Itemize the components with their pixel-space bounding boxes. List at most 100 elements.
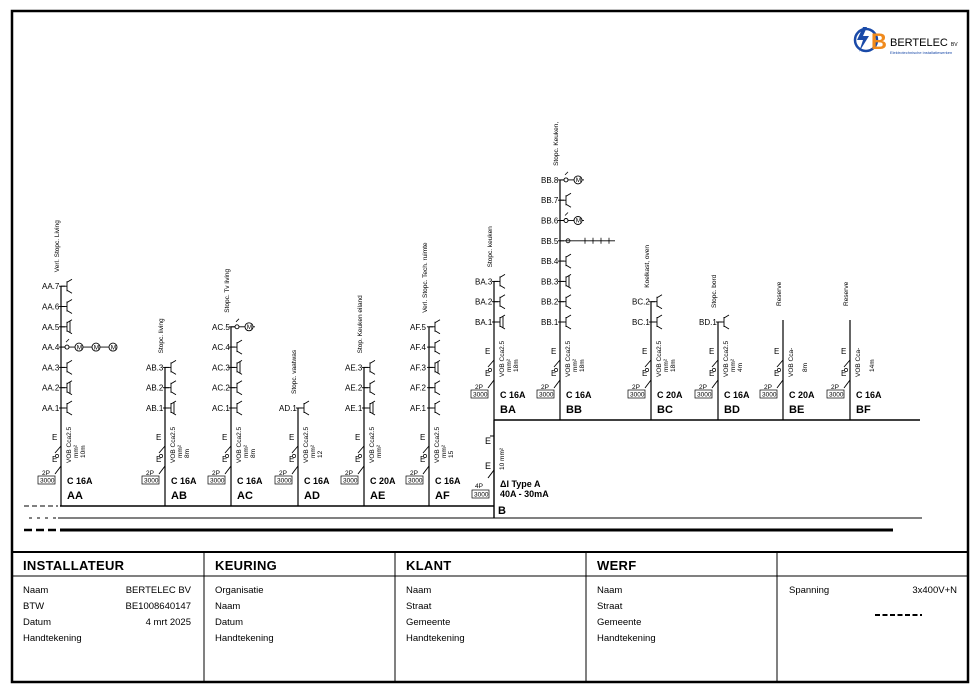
- breaker-rating: C 16A: [304, 476, 330, 486]
- appliance-switch-icon: M: [560, 212, 584, 225]
- group-label: AD: [304, 490, 320, 502]
- socket-outlet-icon: [364, 400, 376, 416]
- group-label: AC: [237, 490, 253, 502]
- werf-label: Handtekening: [597, 633, 656, 644]
- main-poles: 4P: [475, 483, 483, 490]
- breaker-kA: 3000: [277, 478, 292, 485]
- breaker-kA: 3000: [343, 478, 358, 485]
- klant-label: Straat: [406, 601, 432, 612]
- keuring-label: Handtekening: [215, 633, 274, 644]
- breaker-kA: 3000: [829, 392, 844, 399]
- main-rcd-rating: 40A - 30mA: [500, 489, 549, 499]
- socket-outlet-icon: [718, 314, 730, 330]
- group-title: Verl. Stopc. Living: [54, 220, 61, 272]
- logo-brand-name: BERTELEC: [890, 37, 948, 49]
- socket-outlet-icon: [429, 360, 441, 375]
- main-e-2: E: [485, 461, 491, 471]
- circuit-label: BB.8: [541, 176, 559, 185]
- motor-icon-label: M: [576, 218, 581, 225]
- motor-icon-label: M: [77, 344, 82, 351]
- klant-label: Naam: [406, 585, 431, 596]
- main-label: B: [498, 505, 506, 517]
- breaker-e-symbol: E: [709, 369, 714, 378]
- socket-outlet-icon: [61, 400, 73, 416]
- breaker-kA: 3000: [40, 478, 55, 485]
- socket-outlet-icon: [61, 380, 73, 396]
- socket-outlet-icon: [61, 299, 73, 314]
- keuring-label: Datum: [215, 617, 243, 628]
- socket-pins: [369, 380, 376, 396]
- circuit-label: AF.2: [410, 384, 427, 393]
- group-title: Verl. Stopc. Tech. ruimte: [422, 242, 429, 313]
- socket-outlet-icon: [364, 380, 376, 396]
- installateur-label: BTW: [23, 601, 44, 612]
- switch-lever: [564, 212, 569, 216]
- breaker-e-symbol: E: [355, 455, 360, 464]
- socket-pins: [565, 314, 572, 330]
- socket-pins: [565, 274, 572, 289]
- motor-icon: [91, 342, 101, 352]
- breaker-switch: [291, 465, 299, 475]
- breaker-e-symbol: E: [156, 455, 161, 464]
- circuit-label: AA.1: [42, 404, 60, 413]
- breaker-kA-box: [759, 389, 778, 399]
- breaker-poles: 2P: [42, 470, 50, 477]
- socket-pins: [656, 294, 663, 310]
- breaker-e-symbol: E: [841, 347, 846, 356]
- socket-pins: [303, 400, 310, 416]
- circuit-label: AF.3: [410, 363, 427, 372]
- circuit-label: AF.4: [410, 343, 427, 352]
- cable-unit: mm²: [73, 444, 80, 458]
- klant-heading: KLANT: [406, 558, 452, 573]
- breaker-poles: 2P: [699, 384, 707, 391]
- breaker-e-symbol: E: [222, 433, 227, 442]
- cable-length: 18m: [670, 359, 677, 372]
- cable-length: 18m: [579, 359, 586, 372]
- group-label: BF: [856, 404, 871, 416]
- cable-length: 18m: [513, 359, 520, 372]
- breaker-contact: [55, 454, 59, 458]
- socket-pins: [236, 400, 243, 416]
- breaker-e-symbol: E: [642, 347, 647, 356]
- keuring-label: Organisatie: [215, 585, 264, 596]
- breaker-e-symbol: E: [774, 369, 779, 378]
- breaker-contact: [423, 454, 427, 458]
- socket-pins: [434, 380, 441, 396]
- breaker-e-symbol: E: [551, 347, 556, 356]
- breaker-contact: [712, 368, 716, 372]
- breaker-switch: [158, 445, 166, 454]
- cable-spec: VOB Cca2.5: [303, 426, 310, 463]
- breaker-switch: [776, 359, 784, 368]
- breaker-rating: C 16A: [724, 390, 750, 400]
- motor-icon: [244, 322, 254, 332]
- circuit-label: BB.5: [541, 237, 559, 246]
- breaker-e-symbol: E: [52, 455, 57, 464]
- switch-contact: [64, 344, 70, 350]
- breaker-rating: C 16A: [237, 476, 263, 486]
- socket-pins: [499, 314, 506, 330]
- breaker-poles: 2P: [345, 470, 353, 477]
- motor-icon-label: M: [247, 324, 252, 331]
- circuit-label: AE.1: [345, 404, 363, 413]
- breaker-e-symbol: E: [222, 455, 227, 464]
- socket-outlet-icon: [231, 339, 243, 355]
- socket-pins: [170, 400, 177, 416]
- socket-pins: [236, 360, 243, 375]
- cable-spec: VOB Cca-: [855, 348, 862, 377]
- lightning-icon: [857, 27, 869, 52]
- circuit-label: AA.5: [42, 323, 60, 332]
- main-breaker-b: E E 10 mm² 4P 3000 ΔI Type A 40A - 30mA …: [471, 435, 549, 517]
- socket-outlet-icon: [494, 294, 506, 310]
- socket-outlet-icon: [61, 319, 73, 335]
- group-title: Koelkast, oven: [644, 245, 651, 288]
- socket-outlet-icon: [429, 339, 441, 355]
- socket-pins: [434, 339, 441, 355]
- breaker-switch: [357, 445, 365, 454]
- circuit-label: AA.2: [42, 384, 60, 393]
- circuit-label: AE.3: [345, 363, 363, 372]
